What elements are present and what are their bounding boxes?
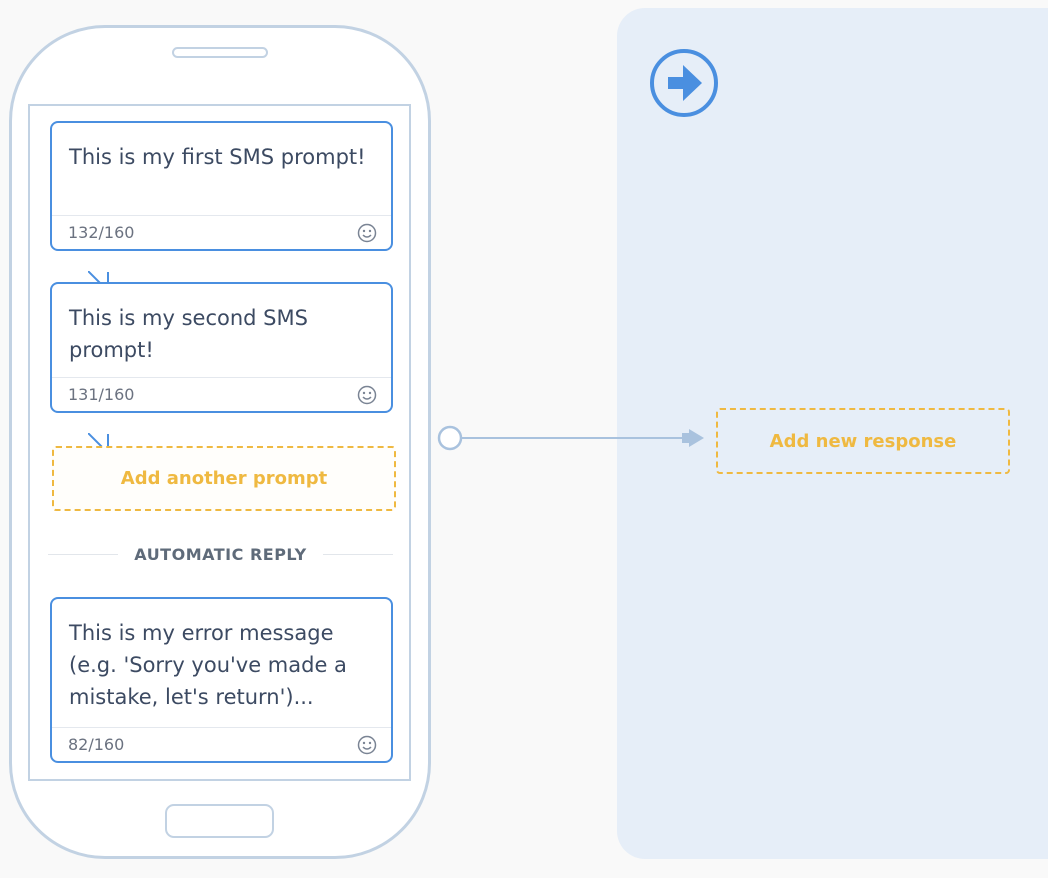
- character-counter: 132/160: [68, 223, 135, 242]
- sms-prompt-2[interactable]: This is my second SMS prompt! 131/160: [50, 282, 393, 455]
- add-prompt-button[interactable]: Add another prompt: [52, 446, 396, 511]
- divider-line: [48, 553, 119, 555]
- reply-text[interactable]: This is my error message (e.g. 'Sorry yo…: [69, 621, 347, 709]
- add-response-button[interactable]: Add new response: [716, 408, 1010, 474]
- phone-home-button: [165, 804, 274, 838]
- connector-line: [437, 425, 704, 451]
- prompt-text[interactable]: This is my second SMS prompt!: [69, 306, 308, 362]
- arrow-right-circle-icon[interactable]: [649, 48, 719, 118]
- sms-prompt-1[interactable]: This is my first SMS prompt! 132/160: [50, 121, 393, 293]
- reply-footer: 82/160: [52, 727, 391, 761]
- smiley-icon[interactable]: [357, 385, 377, 405]
- character-counter: 131/160: [68, 385, 135, 404]
- automatic-reply-divider: AUTOMATIC REPLY: [48, 538, 393, 570]
- arrow-right-icon: [682, 429, 704, 447]
- prompt-text[interactable]: This is my first SMS prompt!: [69, 145, 366, 169]
- connector-handle: [437, 425, 463, 451]
- automatic-reply-heading: AUTOMATIC REPLY: [134, 544, 307, 564]
- prompt-footer: 131/160: [52, 377, 391, 411]
- phone-speaker: [172, 47, 268, 58]
- phone-screen: This is my first SMS prompt! 132/160 Thi: [28, 104, 411, 781]
- smiley-icon[interactable]: [357, 223, 377, 243]
- character-counter: 82/160: [68, 735, 125, 754]
- prompt-footer: 132/160: [52, 215, 391, 249]
- divider-line: [322, 553, 393, 555]
- smiley-icon[interactable]: [357, 735, 377, 755]
- automatic-reply-message[interactable]: This is my error message (e.g. 'Sorry yo…: [50, 597, 393, 763]
